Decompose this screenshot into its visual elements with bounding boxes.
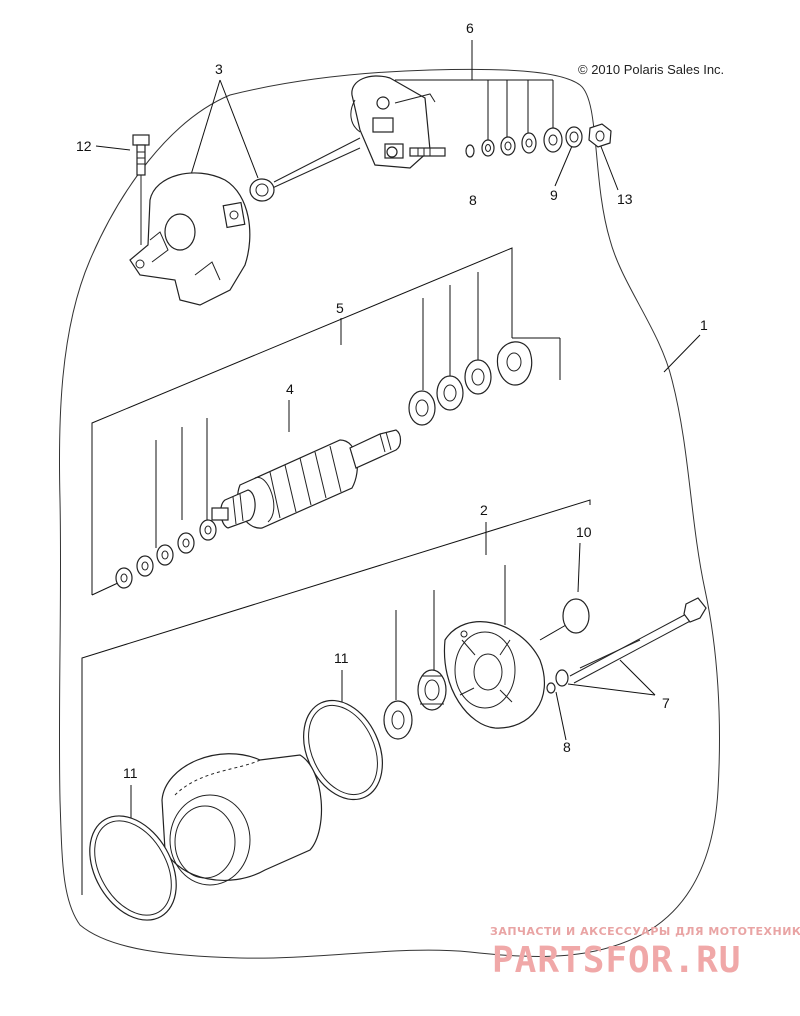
through-bolts (546, 597, 707, 694)
callout-4: 4 (286, 381, 294, 397)
callout-3: 3 (215, 61, 223, 77)
callout-8-bottom: 8 (563, 739, 571, 755)
thrust-washers-lower (115, 519, 217, 589)
callout-8-top: 8 (469, 192, 477, 208)
watermark-tagline: ЗАПЧАСТИ И АКСЕССУАРЫ ДЛЯ МОТОТЕХНИКИ (490, 925, 800, 938)
bearing-and-seal (383, 669, 447, 740)
front-housing (129, 137, 361, 306)
callout-13: 13 (617, 191, 633, 207)
brush-holder-assembly (267, 75, 446, 191)
leader-lines (81, 40, 701, 895)
callout-6: 6 (466, 20, 474, 36)
o-ring-rear (303, 699, 383, 801)
yoke-housing (161, 753, 323, 886)
callout-9: 9 (550, 187, 558, 203)
copyright-notice: © 2010 Polaris Sales Inc. (578, 62, 724, 77)
terminal-hardware-stack (465, 123, 612, 158)
callout-5: 5 (336, 300, 344, 316)
mounting-bolt (132, 134, 150, 245)
rear-end-cap (443, 621, 545, 729)
callout-1: 1 (700, 317, 708, 333)
callout-7: 7 (662, 695, 670, 711)
thrust-washers-upper (408, 341, 533, 426)
callout-11-mid: 11 (334, 650, 349, 666)
callout-10: 10 (576, 524, 592, 540)
callout-11-bottom: 11 (123, 765, 138, 781)
dust-cap (562, 598, 590, 634)
callout-12: 12 (76, 138, 92, 154)
armature (211, 429, 402, 529)
o-ring-front (89, 815, 177, 921)
callout-2: 2 (480, 502, 488, 518)
watermark-logo: PARTSFOR.RU (492, 940, 741, 981)
